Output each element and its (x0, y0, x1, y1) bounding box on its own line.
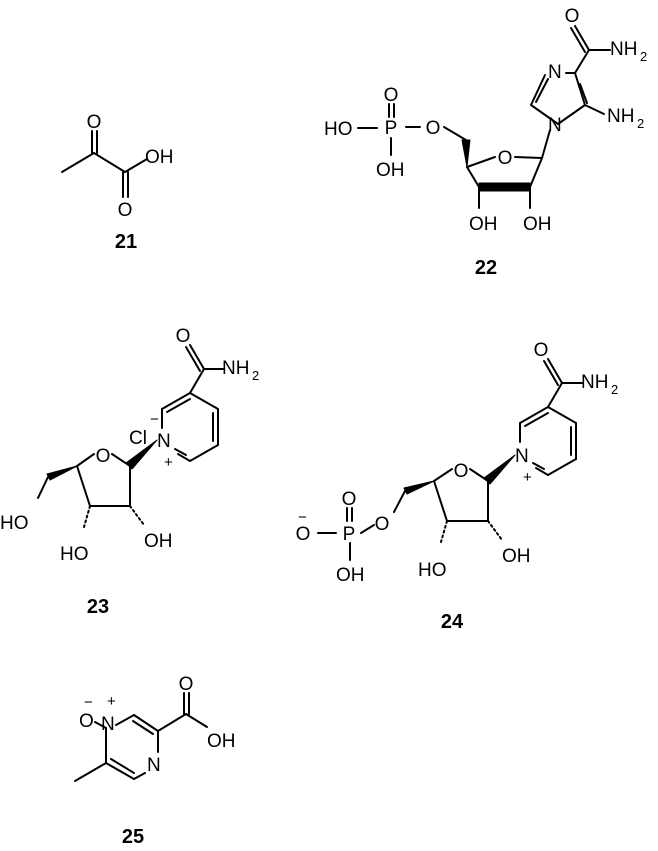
atom-o: O (296, 524, 311, 545)
atom-oh: OH (502, 546, 531, 567)
charge-minus: − (150, 411, 159, 428)
atom-n: N (515, 446, 529, 467)
atom-o: O (565, 6, 580, 27)
atom-oh: OH (523, 214, 552, 235)
subscript-2: 2 (637, 116, 644, 131)
atom-oh: OH (336, 565, 365, 586)
atom-p: P (385, 118, 398, 139)
atom-n: N (548, 115, 562, 136)
atom-oh: OH (144, 531, 173, 552)
atom-p: P (343, 524, 356, 545)
atom-nh: NH (607, 106, 634, 127)
compound-25: O − N + N O OH 25 (74, 674, 236, 848)
atom-n: N (147, 755, 161, 776)
atom-oh: OH (469, 214, 498, 235)
compound-24: O NH 2 N + O O P O O − OH HO OH 24 (296, 340, 619, 633)
atom-o: O (87, 112, 102, 133)
atom-nh: NH (610, 39, 637, 60)
atom-o: O (498, 148, 513, 169)
atom-ho: HO (60, 544, 89, 565)
atom-o: O (176, 326, 191, 347)
compound-number-23: 23 (87, 596, 109, 618)
subscript-2: 2 (252, 368, 259, 383)
subscript-2: 2 (611, 382, 618, 397)
atom-nh: NH (222, 358, 249, 379)
subscript-2: 2 (640, 49, 647, 64)
atom-o: O (179, 674, 194, 695)
atom-oh: OH (376, 160, 405, 181)
charge-plus: + (107, 693, 116, 710)
atom-o: O (118, 200, 133, 221)
atom-o: O (384, 85, 399, 106)
compound-number-22: 22 (475, 257, 497, 279)
atom-nh: NH (581, 372, 608, 393)
atom-n: N (101, 714, 115, 735)
atom-o: O (79, 711, 94, 732)
atom-o: O (426, 118, 441, 139)
charge-plus: + (523, 469, 532, 486)
atom-o: O (375, 514, 390, 535)
compound-number-21: 21 (115, 231, 137, 253)
atom-ho: HO (0, 513, 29, 534)
atom-o: O (534, 340, 549, 361)
atom-n: N (157, 431, 171, 452)
atom-oh: OH (145, 147, 174, 168)
compound-22: O NH 2 N N NH 2 O OH OH O P O HO OH 22 (324, 6, 647, 279)
compound-21: O OH O 21 (61, 112, 174, 253)
atom-o: O (342, 489, 357, 510)
atom-n: N (548, 62, 562, 83)
compound-number-25: 25 (122, 826, 144, 848)
atom-o: O (454, 461, 469, 482)
charge-minus: − (84, 694, 93, 711)
charge-minus: − (298, 509, 307, 526)
atom-o: O (96, 446, 111, 467)
compound-number-24: 24 (441, 611, 464, 633)
atom-ho: HO (418, 560, 447, 581)
atom-oh: OH (207, 731, 236, 752)
atom-cl: Cl (129, 428, 147, 449)
charge-plus: + (164, 454, 173, 471)
compound-23: O NH 2 Cl − N + O HO HO OH 23 (0, 326, 259, 618)
atom-ho: HO (324, 119, 353, 140)
